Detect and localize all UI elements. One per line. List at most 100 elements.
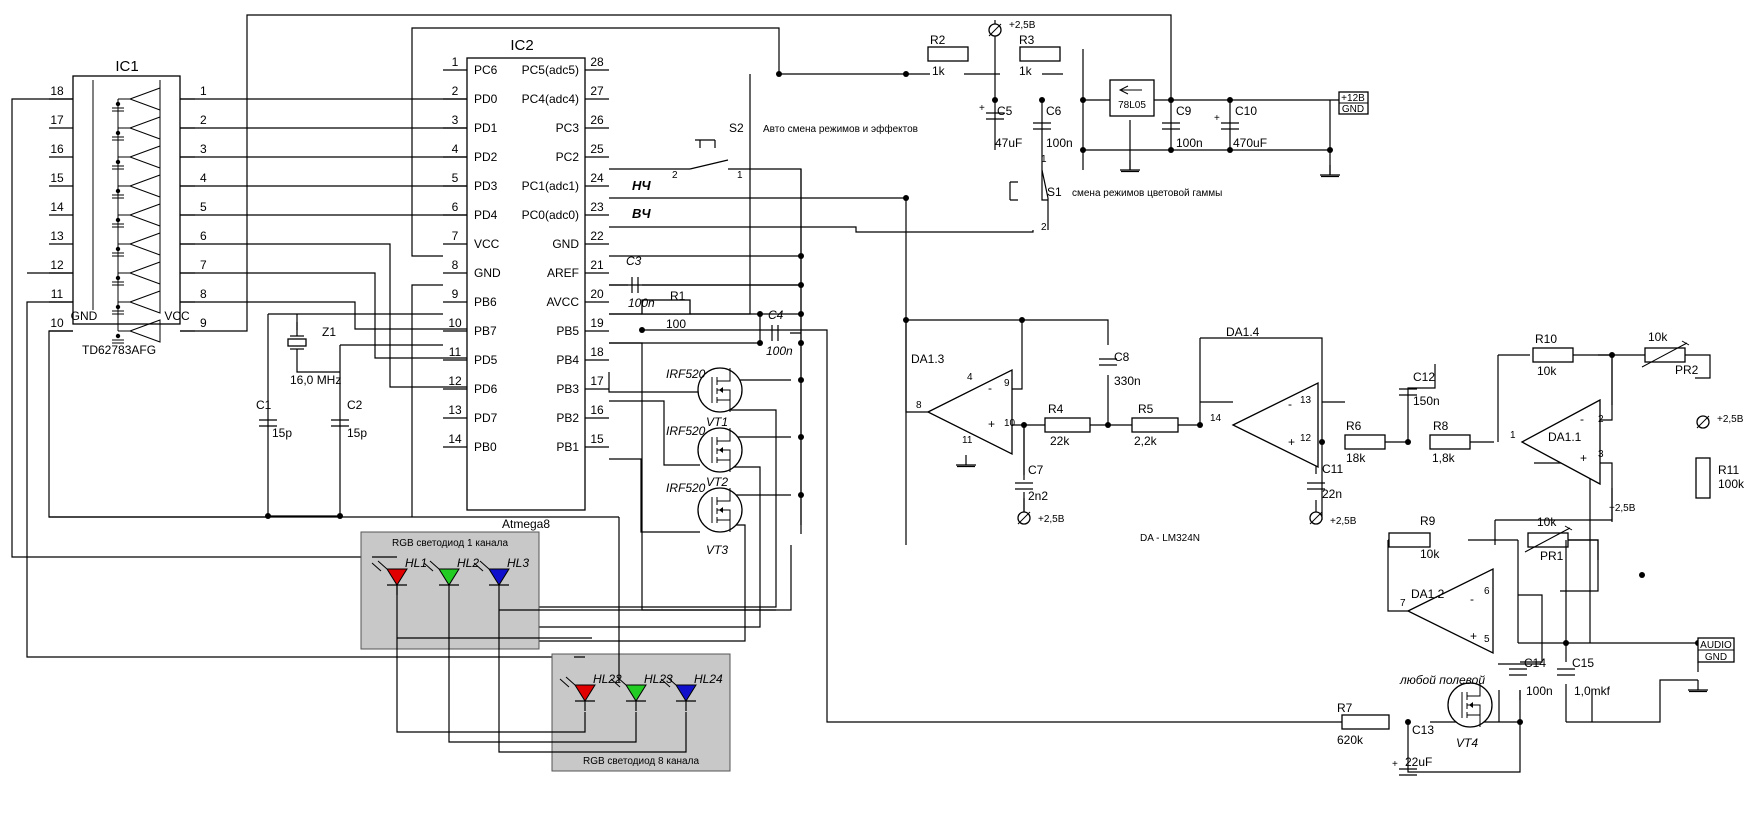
junction-dot [1227, 97, 1233, 103]
regulator-label: 78L05 [1118, 100, 1146, 111]
ic2-right-pins: 28PC5(adc5)27PC4(adc4)26PC325PC224PC1(ad… [522, 55, 609, 454]
ic2-left-pin-number: 14 [448, 432, 462, 446]
ic2-right-pin-name: AREF [547, 266, 579, 280]
junction-dot [1517, 719, 1523, 725]
junction-dot [265, 513, 271, 519]
led-hl23 [625, 684, 647, 702]
ic2-right-pin-number: 24 [590, 171, 604, 185]
crystal-frequency: 16,0 MHz [290, 373, 341, 387]
switch-s2-pin1: 1 [737, 170, 743, 181]
test-point-slash [1309, 511, 1323, 525]
opamp-pin-p6: 6 [1484, 586, 1490, 597]
cap-c12-label: C12 [1413, 370, 1435, 384]
mosfet-terminals [1461, 683, 1481, 727]
half-supply-label: +2,5В [1609, 503, 1636, 514]
resistor-r2 [927, 46, 969, 62]
opamp-da14 [1231, 381, 1319, 469]
resistor-r8-value: 1,8k [1432, 451, 1456, 465]
cap-c5-label: C5 [997, 104, 1013, 118]
led-panel-channel-1: RGB светодиод 1 канала [360, 531, 540, 650]
test-point-slash [1017, 511, 1031, 525]
resistor-r9-value: 10k [1420, 547, 1440, 561]
pot-pr1-label: PR1 [1540, 549, 1564, 563]
ic1-part-number: TD62783AFG [82, 343, 156, 357]
junction-dot [1639, 572, 1645, 578]
ic1-buffer [128, 116, 161, 140]
cap-c14-label: C14 [1524, 656, 1546, 670]
resistor-r3 [1019, 46, 1061, 62]
ic1-left-pin-number: 13 [50, 229, 64, 243]
ic2-right-pin-name: PB1 [556, 440, 579, 454]
pot-pr2-value: 10k [1648, 330, 1668, 344]
opamp-polarity-mark: + [1470, 629, 1477, 643]
cap-c8-value: 330n [1114, 374, 1141, 388]
voltage-regulator: 78L05 [1109, 79, 1155, 117]
junction-dot [1227, 147, 1233, 153]
vt3-label: VT3 [706, 543, 728, 557]
junction-dot [1405, 719, 1411, 725]
junction-dot [337, 513, 343, 519]
ic2-right-pin-name: AVCC [547, 295, 580, 309]
resistor-r4-value: 22k [1050, 434, 1070, 448]
led-hl2-light-icon [423, 560, 440, 572]
ic2-left-pin-number: 3 [452, 113, 459, 127]
audio-terminal: AUDIO GND [1697, 637, 1735, 663]
resistor-r6-value: 18k [1346, 451, 1366, 465]
resistor-r5-value: 2,2k [1134, 434, 1158, 448]
switch-s2-description: Авто смена режимов и эффектов [763, 123, 918, 135]
ic2-left-pin-number: 7 [452, 229, 459, 243]
led-hl24-light-icon [660, 676, 677, 688]
junction-dot [798, 340, 804, 346]
led-hl1-label: HL1 [405, 556, 427, 570]
opamp-polarity-mark: + [1288, 435, 1295, 449]
junction-dot [798, 311, 804, 317]
mosfet-arrow [1469, 702, 1473, 708]
pot-pr1-wire [1568, 539, 1599, 560]
ic1-buffer [128, 87, 161, 111]
ic1-label: IC1 [115, 58, 138, 75]
ic2-right-pin-name: PB3 [556, 382, 579, 396]
ic1-left-pin-number: 10 [50, 316, 64, 330]
ic1-left-pin-number: 11 [51, 287, 64, 301]
opamp-pin-p1: 1 [1510, 430, 1516, 441]
led-hl2-label: HL2 [457, 556, 479, 570]
mosfet-arrow [719, 387, 723, 393]
junction-dot [757, 340, 763, 346]
led-hl3-light-icon [473, 560, 490, 572]
ic2-right-pin-number: 19 [590, 316, 604, 330]
opamp-pin-p3: 3 [1598, 449, 1604, 460]
pot-pr1-wiper [1524, 525, 1573, 553]
test-point-label: +2,5В [1717, 414, 1744, 425]
mosfet-arrow [719, 507, 723, 513]
pot-pr1-value: 10k [1537, 515, 1557, 529]
ic1-buffer-array [112, 87, 161, 344]
opamp-polarity-mark: - [1470, 592, 1474, 606]
switch-s1-pin1: 1 [1041, 154, 1047, 165]
junction-dot [903, 317, 909, 323]
vt1-part: IRF520 [666, 367, 706, 381]
mosfet-terminals [711, 368, 731, 412]
junction-dot [1021, 422, 1027, 428]
cap-c1-value: 15p [272, 426, 292, 440]
resistor-r1-value: 100 [666, 317, 686, 331]
junction-dot [798, 377, 804, 383]
resistor-r11 [1695, 457, 1711, 499]
da13-label: DA1.3 [911, 352, 945, 366]
ic2-left-pin-name: VCC [474, 237, 500, 251]
cap-c1-label: C1 [256, 398, 272, 412]
ic2-left-pin-name: PB7 [474, 324, 497, 338]
resistor-r3-label: R3 [1019, 33, 1035, 47]
resistor-r10-value: 10k [1537, 364, 1557, 378]
switch-s2: S2 2 1 Авто смена режимов и эффектов [672, 121, 918, 181]
ic2-right-pin-number: 15 [590, 432, 604, 446]
resistor-r1 [641, 299, 691, 315]
junction-dot [798, 253, 804, 259]
ic1-left-pin-number: 18 [50, 84, 64, 98]
signal-low-label: НЧ [632, 178, 651, 193]
cap-c3-value: 100n [628, 296, 655, 310]
led-hl3-label: HL3 [507, 556, 529, 570]
resistor-group: R1100R21kR31kR422kR52,2kR618kR81,8kR910k… [641, 33, 1745, 747]
ic2-left-pin-name: PD5 [474, 353, 498, 367]
led-hl22-label: HL22 [593, 672, 622, 686]
